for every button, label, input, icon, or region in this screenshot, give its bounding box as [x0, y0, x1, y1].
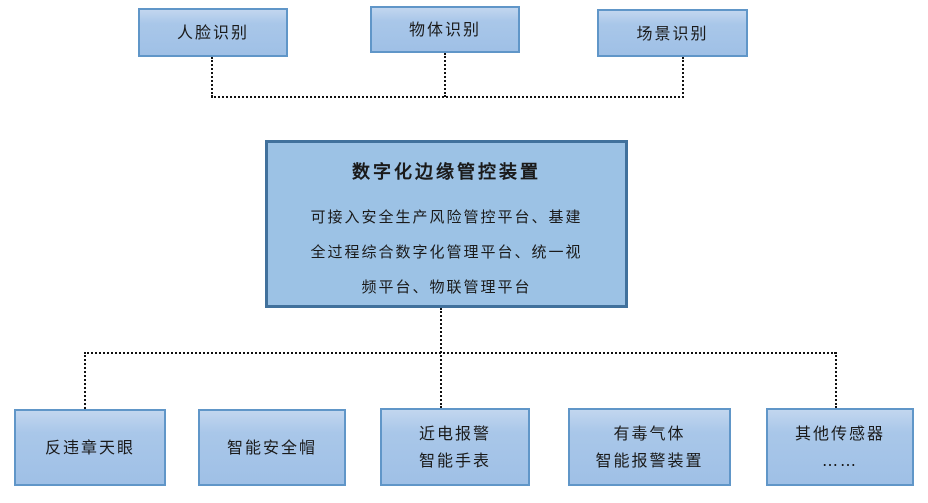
- node-object-recognition: 物体识别: [370, 6, 520, 53]
- node-label-line: 智能报警装置: [595, 451, 704, 470]
- node-scene-recognition: 场景识别: [597, 9, 748, 57]
- node-label-line: 有毒气体: [613, 424, 686, 443]
- node-other-sensors: 其他传感器 ……: [766, 408, 914, 486]
- node-label: 物体识别: [408, 20, 481, 39]
- center-node-description-line: 可接入安全生产风险管控平台、基建: [310, 208, 583, 226]
- node-label: 反违章天眼: [44, 438, 135, 457]
- connector-top-middle-vertical: [444, 53, 446, 97]
- center-node-title: 数字化边缘管控装置: [352, 162, 541, 183]
- node-face-recognition: 人脸识别: [138, 8, 288, 57]
- node-proximity-alarm-smart-watch: 近电报警 智能手表: [380, 408, 530, 486]
- node-label: 场景识别: [636, 23, 709, 43]
- node-smart-safety-helmet: 智能安全帽: [198, 409, 346, 486]
- node-label-line: 其他传感器: [794, 424, 885, 443]
- node-label-line: 智能手表: [418, 451, 491, 470]
- connector-bottom-right-vertical: [835, 352, 837, 408]
- connector-top-left-vertical: [211, 57, 213, 97]
- node-edge-control-device: 数字化边缘管控装置 可接入安全生产风险管控平台、基建 全过程综合数字化管理平台、…: [265, 140, 628, 308]
- node-anti-violation-skyeye: 反违章天眼: [14, 409, 166, 486]
- connector-top-right-vertical: [682, 57, 684, 98]
- connector-bottom-left-vertical: [84, 352, 86, 409]
- node-label: 人脸识别: [176, 23, 249, 42]
- node-label-line: 近电报警: [418, 424, 491, 443]
- node-toxic-gas-smart-alarm: 有毒气体 智能报警装置: [568, 408, 731, 486]
- connector-bottom-center-vertical: [440, 308, 442, 408]
- center-node-description: 可接入安全生产风险管控平台、基建 全过程综合数字化管理平台、统一视 频平台、物联…: [310, 200, 582, 305]
- node-label-line: ……: [822, 451, 858, 470]
- node-label: 智能安全帽: [226, 438, 317, 457]
- connector-top-horizontal: [211, 96, 684, 98]
- connector-bottom-horizontal: [84, 352, 836, 354]
- center-node-description-line: 频平台、物联管理平台: [361, 278, 532, 296]
- center-node-description-line: 全过程综合数字化管理平台、统一视: [310, 243, 583, 261]
